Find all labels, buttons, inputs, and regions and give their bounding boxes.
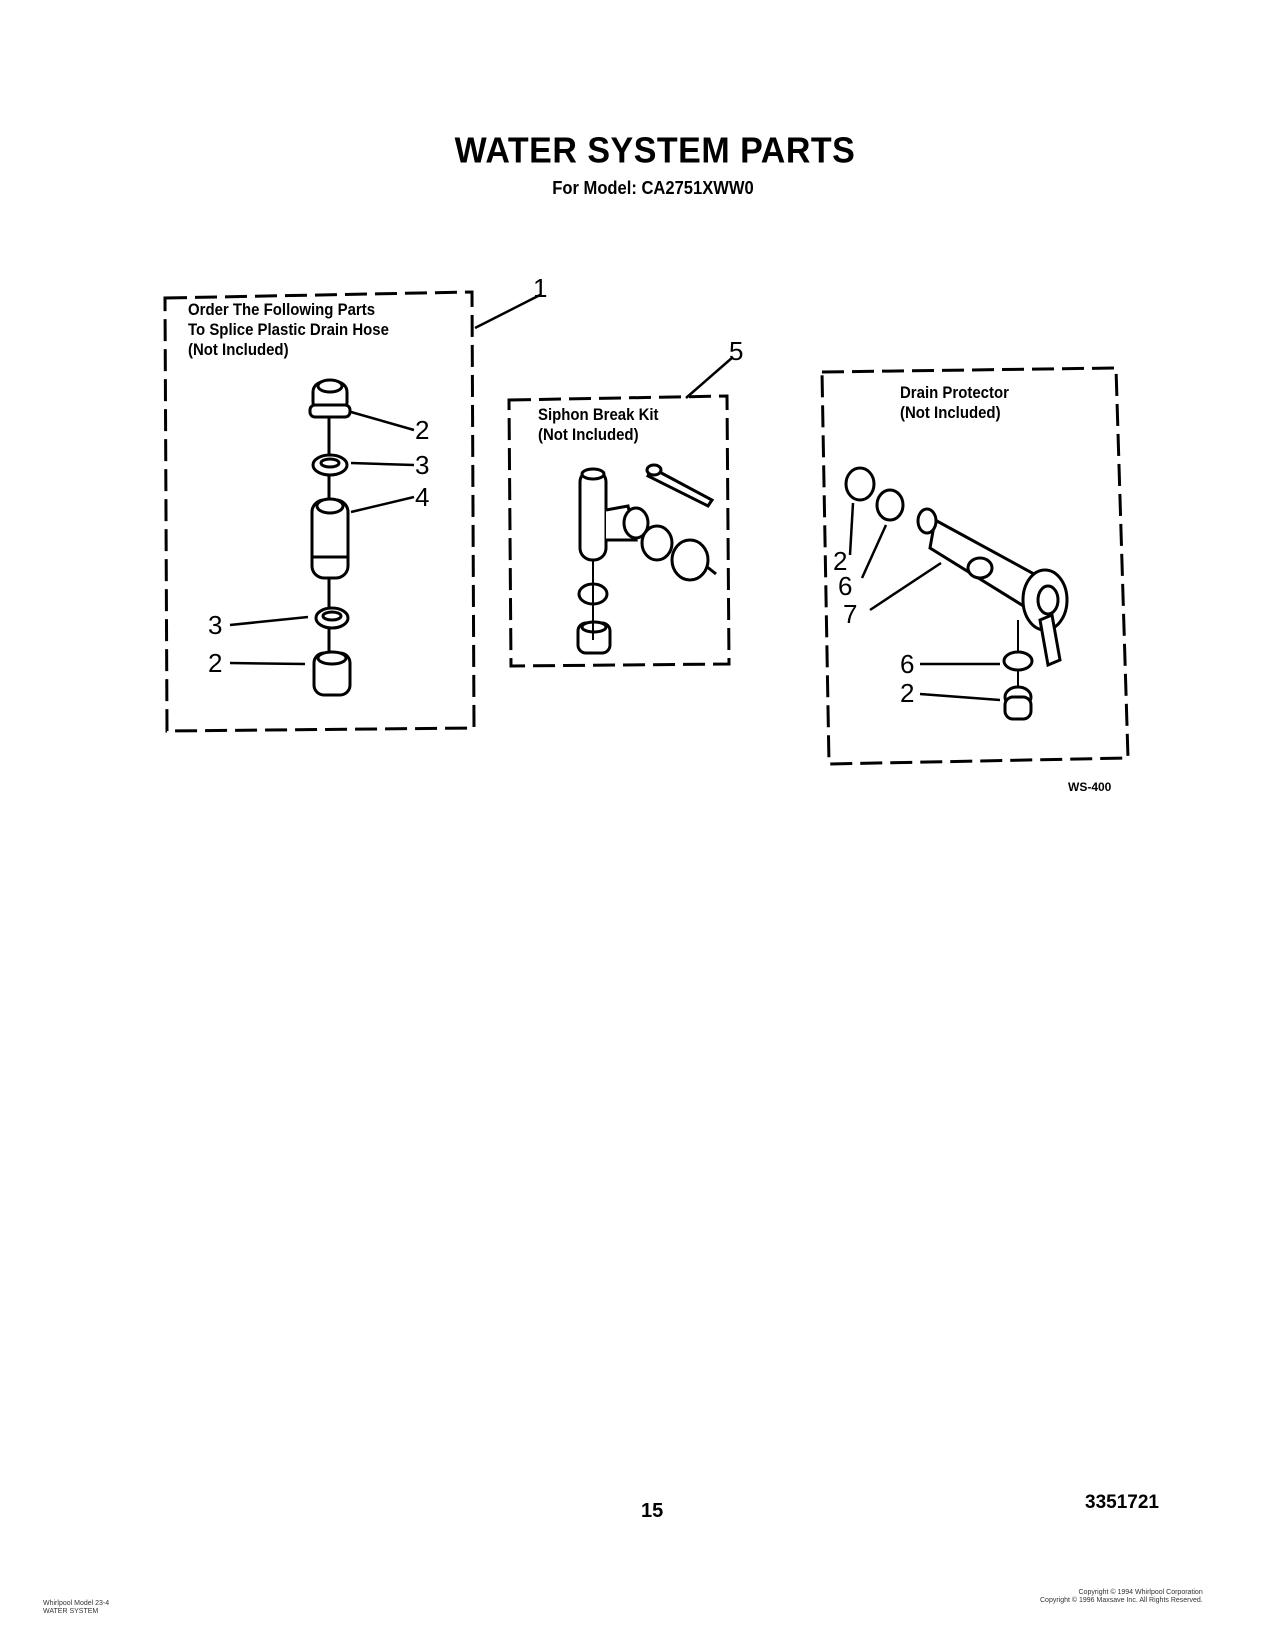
- siphon-kit-box-border: [507, 394, 731, 668]
- drain-protector-box-border: [820, 366, 1130, 766]
- part-callout-3: 3: [415, 450, 430, 480]
- footer-left-text: Whirlpool Model 23-4 WATER SYSTEM: [43, 1600, 110, 1615]
- part-callout-2: 2: [415, 415, 430, 445]
- document-number: 3351721: [1085, 1492, 1159, 1513]
- page-number: 15: [641, 1500, 664, 1522]
- part-callout-2: 2: [900, 678, 915, 708]
- page-title: WATER SYSTEM PARTS: [454, 131, 856, 171]
- part-callout-2: 2: [833, 546, 848, 576]
- drain-protector-drawing: [844, 466, 1069, 721]
- splice-kit-title: Order The Following Parts To Splice Plas…: [188, 300, 389, 359]
- part-callout-6: 6: [900, 649, 915, 679]
- model-subtitle: For Model: CA2751XWW0: [552, 178, 754, 198]
- part-callout-3: 3: [208, 610, 223, 640]
- drain-protector-title: Drain Protector (Not Included): [900, 383, 1009, 422]
- copyright-text: Copyright © 1994 Whirlpool Corporation C…: [1040, 1589, 1203, 1604]
- part-callout-7: 7: [843, 599, 858, 629]
- part-callout-6: 6: [838, 571, 853, 601]
- siphon-kit-title: Siphon Break Kit (Not Included): [538, 405, 659, 444]
- part-callout-4: 4: [415, 482, 430, 512]
- part-callout-2: 2: [208, 648, 223, 678]
- splice-assembly-drawing: [308, 378, 352, 697]
- siphon-break-drawing: [576, 463, 717, 655]
- figure-code: WS-400: [1068, 780, 1112, 794]
- callout-1: 1: [533, 273, 548, 303]
- callout-5: 5: [729, 336, 744, 366]
